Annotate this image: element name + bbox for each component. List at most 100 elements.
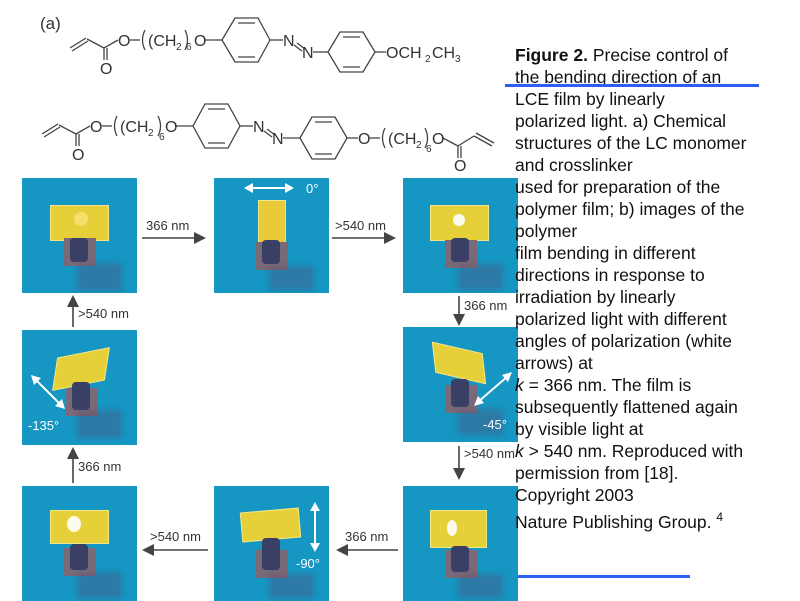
caption-line: by visible light at (515, 419, 644, 439)
step-label-540nm: >540 nm (150, 529, 201, 544)
arrow-left-icon (142, 544, 208, 556)
photo-top-right-flat (403, 178, 518, 293)
film-highlight (447, 520, 457, 536)
atom-label: O (454, 158, 466, 175)
caption-line: angles of polarization (white (515, 331, 732, 351)
atom-label: O (100, 61, 112, 78)
angle-label: -45° (483, 417, 507, 432)
arrow-up-icon (67, 295, 79, 327)
caption-line: film bending in different (515, 243, 696, 263)
photo-top-middle-0deg: 0° (214, 178, 329, 293)
atom-label: OCH (386, 45, 422, 62)
caption-line: permission from [18]. (515, 463, 679, 483)
chemical-structures: O (CH 2 6 O N N OCH 2 CH 3 O (41, 17, 495, 175)
caption-text: = 366 nm. The film is (523, 375, 692, 395)
step-label-366nm: 366 nm (78, 459, 122, 474)
arrow-left-icon (336, 544, 398, 556)
film-holder-stem (451, 546, 469, 572)
step-label-366nm: 366 nm (345, 529, 389, 544)
holder-shadow (458, 574, 503, 598)
atom-label: 3 (455, 54, 461, 65)
photo-bottom-left-flat (22, 486, 137, 601)
atom-label: (CH (388, 131, 416, 148)
caption-text: > 540 nm. Reproduced with (523, 441, 744, 461)
caption-line: Nature Publishing Group. 4 (515, 506, 795, 533)
atom-label: O (165, 119, 177, 136)
caption-line: Figure 2. Precise control of (515, 44, 795, 66)
step-label-366nm: 366 nm (464, 298, 508, 313)
atom-label: O (432, 131, 444, 148)
atom-label: 2 (148, 128, 154, 139)
polarization-double-arrow-icon (310, 502, 320, 552)
photo-bottom-right-flat (403, 486, 518, 601)
crosslinker-structure (41, 103, 495, 160)
atom-label: (CH (148, 33, 176, 50)
atom-label: 2 (176, 42, 182, 53)
slide-number: 4 (716, 510, 724, 524)
film-holder-stem (70, 238, 88, 262)
film-holder-stem (262, 240, 280, 264)
figure-caption: Figure 2. Precise control of the bending… (515, 44, 795, 533)
atom-label: 6 (159, 132, 165, 143)
caption-line: directions in response to (515, 265, 705, 285)
photo-middle-right-minus45deg: -45° (403, 327, 518, 442)
atom-label: O (358, 131, 370, 148)
angle-label: -90° (296, 556, 320, 571)
holder-shadow (269, 266, 314, 290)
monomer-structure (69, 17, 386, 73)
panel-label-a: (a) (40, 14, 61, 33)
atom-label: O (194, 33, 206, 50)
atom-label: O (118, 33, 130, 50)
arrow-down-icon (453, 446, 465, 480)
film-holder-stem (451, 379, 469, 407)
polarization-double-arrow-icon (474, 372, 512, 406)
polarization-double-arrow-icon (31, 375, 65, 409)
step-label-540nm: >540 nm (335, 218, 386, 233)
film-holder-stem (70, 544, 88, 570)
lce-film-bent (258, 200, 286, 244)
arrow-right-icon (142, 232, 206, 244)
caption-line: LCE film by linearly (515, 89, 665, 109)
caption-line: arrows) at (515, 353, 593, 373)
atom-label: N (283, 33, 295, 50)
step-label-366nm: 366 nm (146, 218, 190, 233)
film-holder-stem (72, 382, 90, 410)
caption-line: polymer (515, 221, 578, 241)
caption-line: polarized light. a) Chemical (515, 111, 727, 131)
film-highlight (67, 516, 81, 532)
arrow-down-icon (453, 296, 465, 326)
holder-shadow (77, 572, 122, 598)
wavelength-symbol: k (515, 441, 524, 461)
holder-shadow (458, 264, 503, 290)
atom-label: (CH (120, 119, 148, 136)
holder-shadow (77, 263, 122, 291)
caption-line: subsequently flattened again (515, 397, 738, 417)
photo-middle-left-minus135deg: -135° (22, 330, 137, 445)
wavelength-symbol: k (515, 375, 524, 395)
caption-line: Copyright 2003 (515, 485, 634, 505)
caption-line: structures of the LC monomer (515, 133, 747, 153)
caption-line: k > 540 nm. Reproduced with (515, 440, 795, 462)
step-label-540nm: >540 nm (464, 446, 515, 461)
arrow-up-icon (67, 447, 79, 483)
atom-label: N (253, 119, 265, 136)
caption-line: the bending direction of an (515, 67, 722, 87)
film-holder-stem (451, 238, 469, 262)
crosslinker-labels: O (CH 2 6 O N N O (CH 2 6 O O O (72, 119, 466, 175)
annotation-underline-bottom (518, 575, 690, 578)
holder-shadow (77, 410, 122, 438)
monomer-labels: O (CH 2 6 O N N OCH 2 CH 3 O (100, 33, 461, 78)
caption-line: polarized light with different (515, 309, 727, 329)
caption-line: irradiation by linearly (515, 287, 676, 307)
atom-label: O (90, 119, 102, 136)
caption-line: used for preparation of the (515, 177, 721, 197)
atom-label: O (72, 147, 84, 164)
atom-label: 2 (416, 140, 422, 151)
caption-line: polymer film; b) images of the (515, 199, 745, 219)
film-holder-stem (262, 538, 280, 570)
caption-line: k = 366 nm. The film is (515, 374, 795, 396)
polarization-double-arrow-icon (244, 183, 294, 193)
caption-text: Precise control of (592, 45, 729, 65)
atom-label: N (302, 45, 314, 62)
atom-label: N (272, 131, 284, 148)
